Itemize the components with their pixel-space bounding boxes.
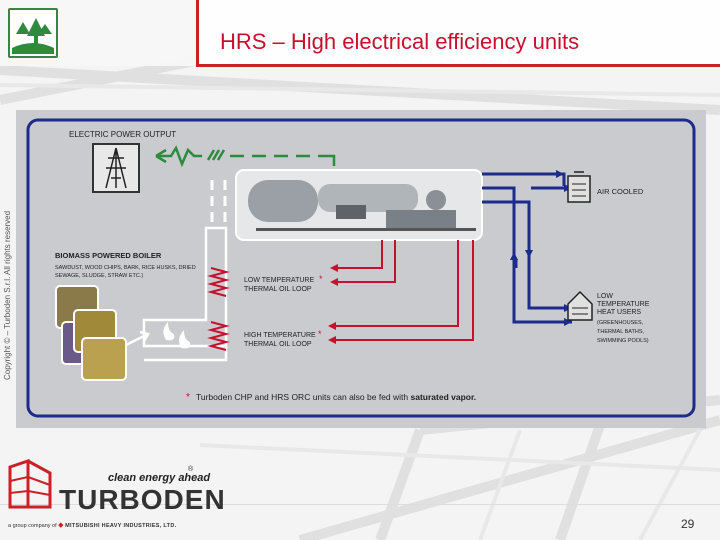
- high-temp-loop-line-1: HIGH TEMPERATURE: [244, 332, 316, 339]
- header-vertical-rule: [196, 0, 199, 66]
- heat-users-desc-3: SWIMMING POOLS): [597, 338, 649, 344]
- parent-prefix: a group company of: [8, 523, 57, 529]
- electric-output-label: ELECTRIC POWER OUTPUT: [69, 130, 176, 139]
- footnote-bold: saturated vapor.: [411, 392, 477, 402]
- mitsubishi-diamond-icon: ◆: [58, 522, 64, 529]
- tree-logo: [8, 8, 58, 58]
- heat-coil-upper: [207, 267, 230, 297]
- parent-name: MITSUBISHI HEAVY INDUSTRIES, LTD.: [65, 523, 177, 529]
- low-temp-loop-line-2: THERMAL OIL LOOP: [244, 286, 312, 293]
- air-cooler-icon: [567, 171, 591, 203]
- heat-users-line-1: LOW: [597, 293, 613, 300]
- flame-icon: [163, 322, 191, 349]
- biomass-hrs-diagram: ELECTRIC POWER OUTPUT: [16, 110, 706, 428]
- slide-title: HRS – High electrical efficiency units: [220, 29, 580, 54]
- air-cooled-label: AIR COOLED: [597, 187, 644, 196]
- brand-name: TURBODEN: [59, 484, 226, 515]
- footnote-asterisk: *: [186, 392, 190, 403]
- heat-users-desc-1: (GREENHOUSES,: [597, 320, 644, 326]
- electric-line: [155, 145, 336, 168]
- boiler-title: BIOMASS POWERED BOILER: [55, 251, 162, 260]
- turboden-logo-mark: [8, 458, 52, 509]
- cooling-water-arrows: [510, 170, 572, 326]
- brand-tagline: clean energy ahead: [108, 472, 211, 484]
- low-temp-loop-line-1: LOW TEMPERATURE: [244, 277, 314, 284]
- thermal-oil-lines: [336, 240, 474, 341]
- footnote: Turboden CHP and HRS ORC units can also …: [196, 392, 476, 402]
- high-temp-loop-line-2: THERMAL OIL LOOP: [244, 341, 312, 348]
- boiler-desc-line-2: SEWAGE, SLUDGE, STRAW ETC.): [55, 273, 143, 279]
- heat-users-line-2: TEMPERATURE: [597, 301, 650, 308]
- boiler-building: [142, 226, 228, 362]
- orc-machinery: [248, 180, 476, 231]
- heat-users-line-3: HEAT USERS: [597, 309, 641, 316]
- diagram-border: [26, 118, 696, 418]
- power-tower-icon: [92, 143, 140, 193]
- greenhouse-icon: [567, 290, 593, 321]
- high-temp-asterisk: *: [318, 329, 322, 339]
- thermal-oil-arrows: [328, 264, 338, 344]
- footer-rule: [0, 504, 720, 505]
- low-temp-asterisk: *: [319, 274, 323, 284]
- copyright-notice: Copyright © – Turboden S.r.l. All rights…: [3, 210, 12, 380]
- parent-company: a group company of ◆ MITSUBISHI HEAVY IN…: [8, 521, 176, 529]
- registered-mark: ®: [188, 466, 194, 473]
- heat-users-desc-2: THERMAL BATHS,: [597, 329, 645, 335]
- heat-coil-lower: [207, 321, 230, 351]
- footnote-text: Turboden CHP and HRS ORC units can also …: [196, 392, 411, 402]
- biomass-samples: [55, 285, 127, 381]
- page-number: 29: [681, 517, 695, 531]
- exhaust-stack: [210, 180, 227, 222]
- tree-icon: [10, 10, 56, 56]
- header-horizontal-rule: [196, 64, 720, 67]
- boiler-desc-line-1: SAWDUST, WOOD CHIPS, BARK, RICE HUSKS, D…: [55, 265, 196, 271]
